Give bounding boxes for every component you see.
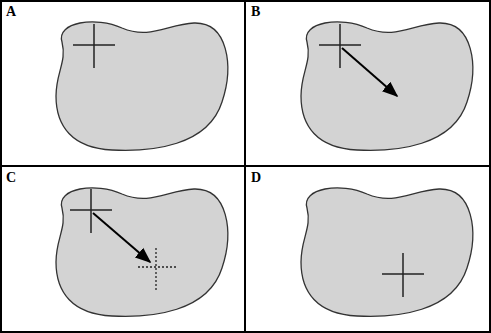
panel-c-figure	[56, 188, 228, 316]
panel-d-figure	[301, 188, 473, 316]
panel-letter: B	[251, 5, 260, 19]
diagram-panel: C	[0, 166, 245, 333]
panel-a-figure	[56, 22, 228, 150]
diagram-panel: A	[0, 0, 245, 166]
diagram-panel: D	[245, 166, 491, 333]
diagram-panel: B	[245, 0, 491, 166]
panel-letter: C	[6, 171, 16, 185]
panel-letter: A	[6, 5, 16, 19]
panel-b-figure	[301, 22, 473, 150]
panel-letter: D	[251, 171, 261, 185]
